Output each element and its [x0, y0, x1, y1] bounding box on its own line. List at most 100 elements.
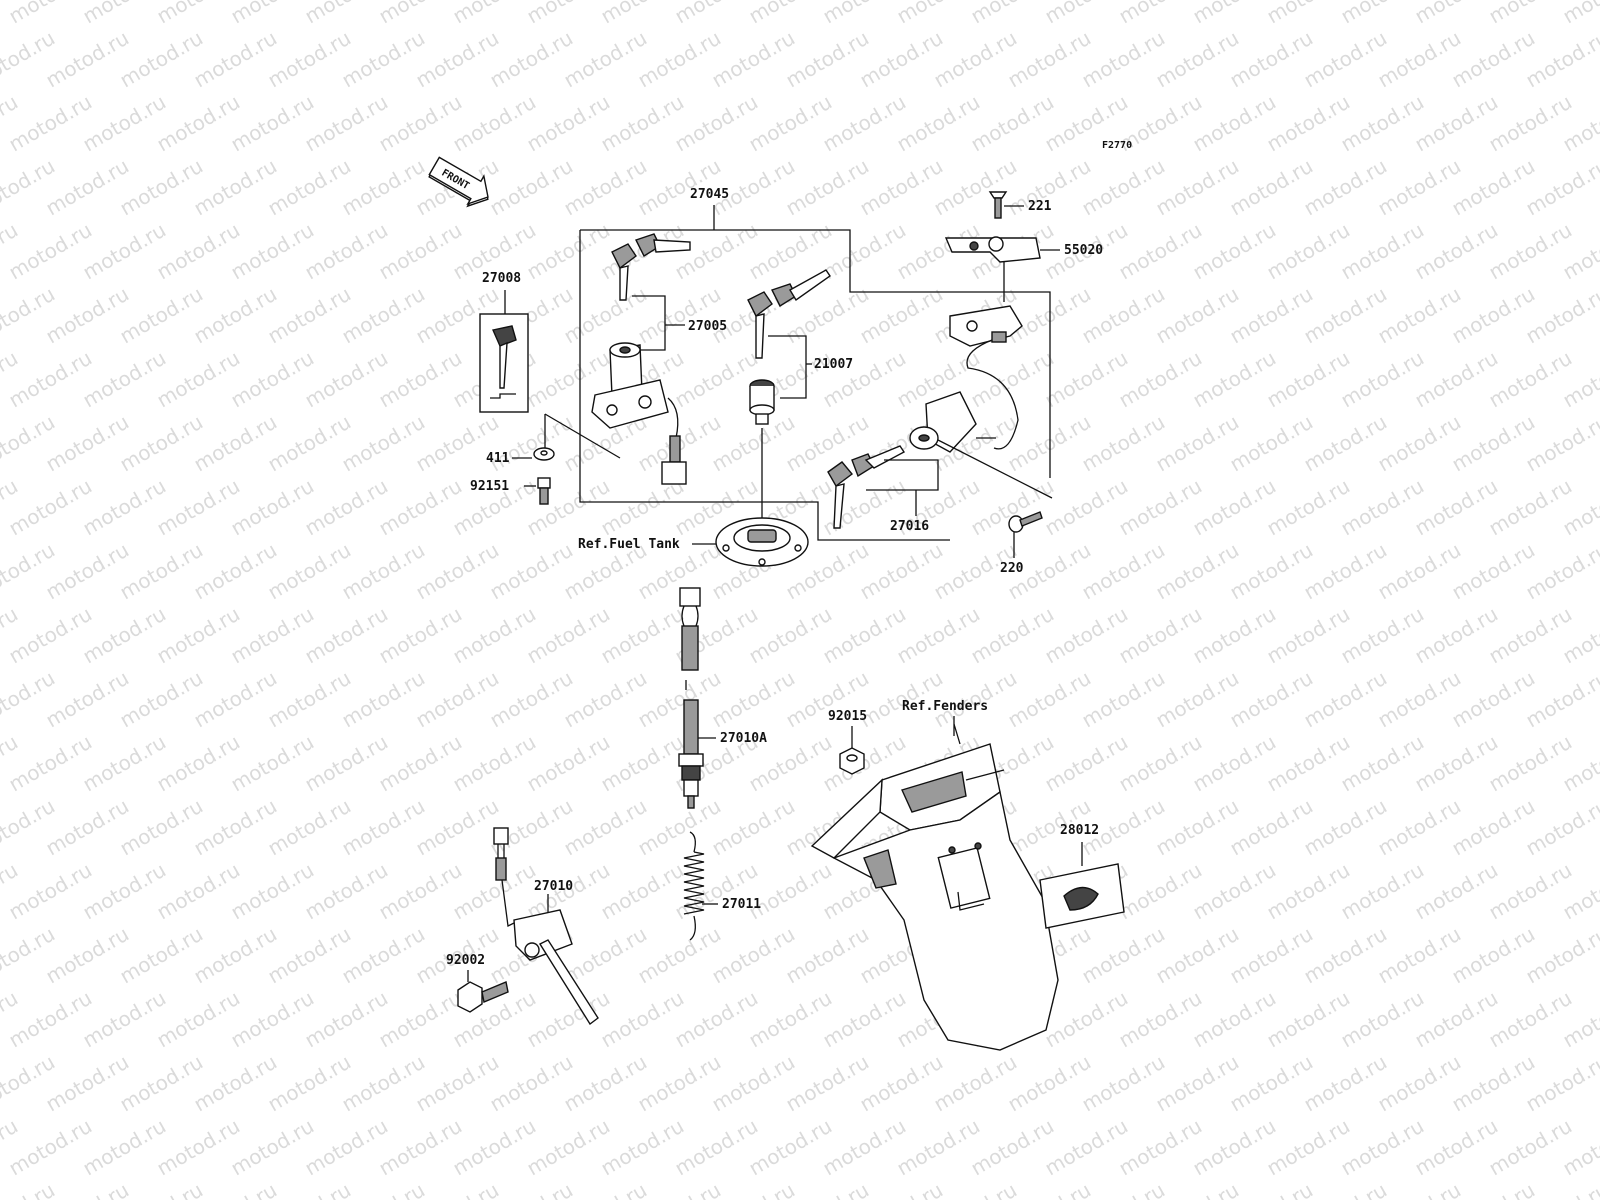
watermark-text: motod.ru [819, 602, 910, 669]
watermark-text: motod.ru [1485, 90, 1576, 157]
watermark-text: motod.ru [375, 1114, 466, 1181]
watermark-text: motod.ru [486, 538, 577, 605]
watermark-text: motod.ru [1411, 346, 1502, 413]
watermark-text: motod.ru [301, 986, 392, 1053]
watermark-text: motod.ru [190, 154, 281, 221]
watermark-text: motod.ru [1041, 346, 1132, 413]
watermark-text: motod.ru [1522, 538, 1600, 605]
watermark-text: motod.ru [597, 730, 688, 797]
part-number-27045: 27045 [690, 187, 729, 202]
watermark-text: motod.ru [1337, 602, 1428, 669]
watermark-text: motod.ru [301, 1114, 392, 1181]
watermark-text: motod.ru [523, 986, 614, 1053]
watermark-text: motod.ru [1078, 538, 1169, 605]
watermark-text: motod.ru [671, 986, 762, 1053]
watermark-text: motod.ru [1041, 474, 1132, 541]
watermark-text: motod.ru [1300, 794, 1391, 861]
watermark-text: motod.ru [597, 602, 688, 669]
watermark-text: motod.ru [1374, 538, 1465, 605]
watermark-text: motod.ru [1522, 26, 1600, 93]
watermark-text: motod.ru [634, 1050, 725, 1117]
watermark-text: motod.ru [1485, 1114, 1576, 1181]
watermark-text: motod.ru [1115, 986, 1206, 1053]
watermark-text: motod.ru [1559, 0, 1600, 28]
watermark-text: motod.ru [264, 26, 355, 93]
part-number-27011: 27011 [722, 897, 761, 912]
watermark-text: motod.ru [782, 154, 873, 221]
part-number-27010: 27010 [534, 879, 573, 894]
watermark-text: motod.ru [1485, 474, 1576, 541]
watermark-text: motod.ru [1078, 1050, 1169, 1117]
watermark-text: motod.ru [375, 346, 466, 413]
watermark-text: motod.ru [560, 666, 651, 733]
watermark-text: motod.ru [79, 730, 170, 797]
watermark-text: motod.ru [190, 538, 281, 605]
watermark-text: motod.ru [1448, 1050, 1539, 1117]
watermark-text: motod.ru [1522, 410, 1600, 477]
watermark-text: motod.ru [227, 858, 318, 925]
watermark-text: motod.ru [1337, 986, 1428, 1053]
watermark-text: motod.ru [42, 922, 133, 989]
switch-cable-27010A [678, 587, 704, 809]
part-number-21007: 21007 [814, 357, 853, 372]
watermark-text: motod.ru [190, 282, 281, 349]
watermark-text: motod.ru [412, 666, 503, 733]
watermark-text: motod.ru [1263, 218, 1354, 285]
watermark-text: motod.ru [264, 922, 355, 989]
watermark-text: motod.ru [486, 666, 577, 733]
watermark-text: motod.ru [1300, 410, 1391, 477]
watermark-text: motod.ru [5, 90, 96, 157]
watermark-text: motod.ru [301, 474, 392, 541]
watermark-text: motod.ru [893, 602, 984, 669]
watermark-text: motod.ru [819, 986, 910, 1053]
watermark-text: motod.ru [5, 218, 96, 285]
watermark-text: motod.ru [338, 666, 429, 733]
watermark-text: motod.ru [1337, 90, 1428, 157]
watermark-text: motod.ru [819, 1114, 910, 1181]
watermark-text: motod.ru [412, 26, 503, 93]
watermark-text: motod.ru [1189, 730, 1280, 797]
part-number-220: 220 [1000, 561, 1024, 576]
watermark-text: motod.ru [745, 1114, 836, 1181]
watermark-text: motod.ru [967, 90, 1058, 157]
watermark-text: motod.ru [1226, 922, 1317, 989]
watermark-text: motod.ru [1448, 922, 1539, 989]
watermark-text: motod.ru [153, 1114, 244, 1181]
watermark-text: motod.ru [227, 218, 318, 285]
watermark-text: motod.ru [1485, 346, 1576, 413]
watermark-text: motod.ru [1448, 26, 1539, 93]
watermark-text: motod.ru [1411, 730, 1502, 797]
watermark-text: motod.ru [338, 26, 429, 93]
label-plate-28012 [1039, 863, 1125, 929]
watermark-text: motod.ru [227, 474, 318, 541]
part-number-28012: 28012 [1060, 823, 1099, 838]
part-number-27005: 27005 [688, 319, 727, 334]
watermark-text: motod.ru [560, 26, 651, 93]
watermark-text: motod.ru [1226, 282, 1317, 349]
watermark-text: motod.ru [560, 1050, 651, 1117]
watermark-text: motod.ru [486, 26, 577, 93]
watermark-text: motod.ru [1115, 602, 1206, 669]
watermark-text: motod.ru [708, 410, 799, 477]
watermark-text: motod.ru [375, 986, 466, 1053]
watermark-text: motod.ru [523, 218, 614, 285]
watermark-text: motod.ru [1337, 730, 1428, 797]
watermark-text: motod.ru [1522, 794, 1600, 861]
watermark-text: motod.ru [1078, 410, 1169, 477]
watermark-text: motod.ru [856, 538, 947, 605]
watermark-text: motod.ru [1189, 1114, 1280, 1181]
watermark-text: motod.ru [634, 794, 725, 861]
watermark-text: motod.ru [1189, 858, 1280, 925]
watermark-text: motod.ru [1448, 794, 1539, 861]
spring-27011 [683, 831, 705, 941]
watermark-text: motod.ru [116, 666, 207, 733]
watermark-text: motod.ru [1115, 474, 1206, 541]
watermark-text: motod.ru [967, 346, 1058, 413]
watermark-text: motod.ru [1485, 730, 1576, 797]
watermark-text: motod.ru [42, 666, 133, 733]
watermark-text: motod.ru [930, 154, 1021, 221]
watermark-text: motod.ru [1374, 1050, 1465, 1117]
key-cylinder-21007 [749, 379, 775, 425]
watermark-text: motod.ru [1522, 154, 1600, 221]
watermark-text: motod.ru [449, 730, 540, 797]
